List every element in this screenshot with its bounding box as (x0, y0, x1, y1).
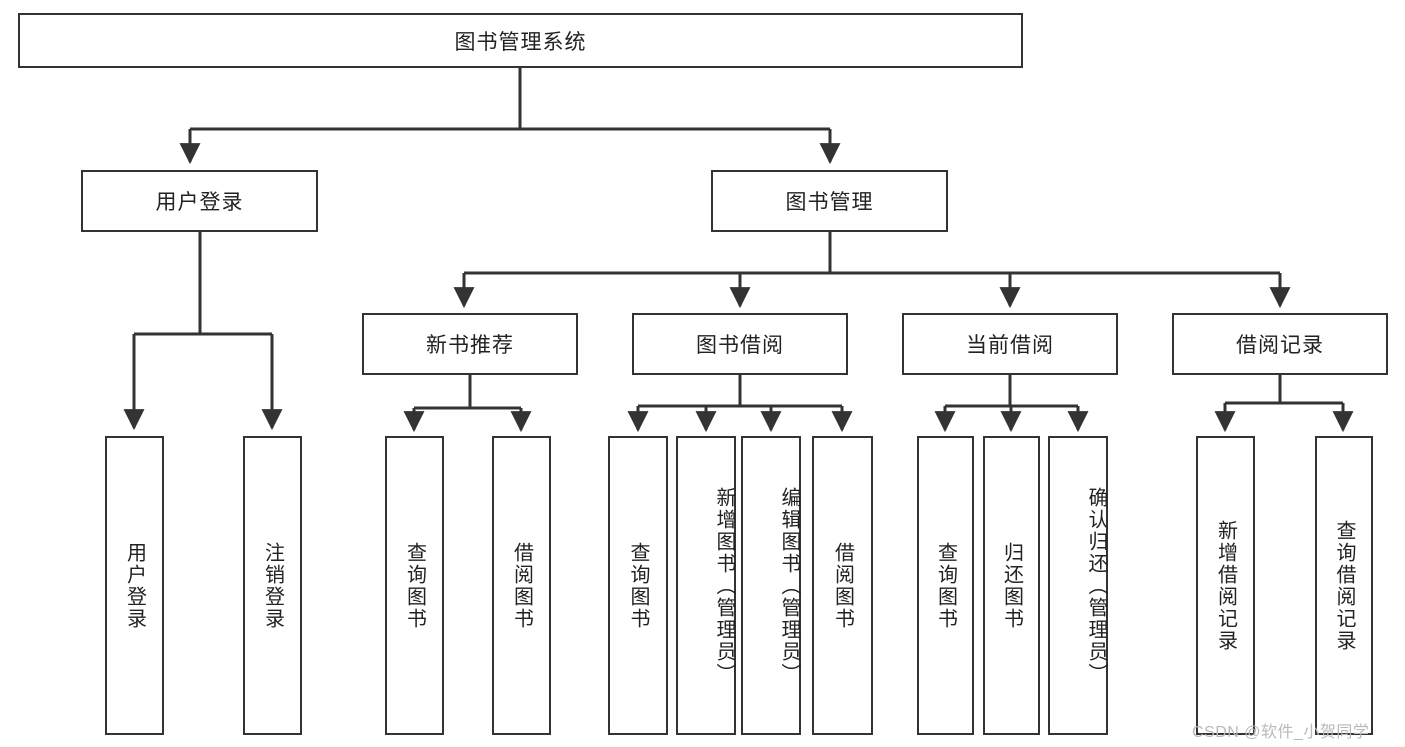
leaf-return-book[interactable]: 归还图书 (983, 436, 1040, 735)
leaf-user-login-label: 用户登录 (123, 541, 146, 630)
node-book-borrow[interactable]: 图书借阅 (632, 313, 848, 375)
node-new-book-recommend[interactable]: 新书推荐 (362, 313, 578, 375)
leaf-borrow-book-2-label: 借阅图书 (831, 541, 854, 630)
node-book-manage-label: 图书管理 (785, 191, 874, 214)
leaf-logout-label: 注销登录 (261, 541, 284, 630)
leaf-query-book-1[interactable]: 查询图书 (385, 436, 444, 735)
leaf-add-record-label: 新增借阅记录 (1214, 519, 1237, 652)
node-user-login-label: 用户登录 (155, 191, 244, 214)
leaf-logout[interactable]: 注销登录 (243, 436, 302, 735)
node-current-borrow-label: 当前借阅 (966, 334, 1054, 357)
node-new-book-recommend-label: 新书推荐 (426, 334, 514, 357)
leaf-edit-book-label: 编辑图书（管理员） (778, 486, 800, 685)
leaf-query-book-1-label: 查询图书 (403, 541, 426, 630)
leaf-add-book[interactable]: 新增图书（管理员） (676, 436, 736, 735)
leaf-borrow-book-2[interactable]: 借阅图书 (812, 436, 873, 735)
node-user-login[interactable]: 用户登录 (81, 170, 318, 232)
node-borrow-record[interactable]: 借阅记录 (1172, 313, 1388, 375)
leaf-return-book-label: 归还图书 (1000, 541, 1023, 630)
leaf-add-record[interactable]: 新增借阅记录 (1196, 436, 1255, 735)
leaf-query-book-2-label: 查询图书 (627, 541, 649, 630)
node-current-borrow[interactable]: 当前借阅 (902, 313, 1118, 375)
leaf-confirm-return[interactable]: 确认归还（管理员） (1048, 436, 1108, 735)
leaf-add-book-label: 新增图书（管理员） (713, 486, 735, 685)
node-book-manage[interactable]: 图书管理 (711, 170, 948, 232)
leaf-edit-book[interactable]: 编辑图书（管理员） (741, 436, 801, 735)
leaf-query-book-3-label: 查询图书 (934, 541, 957, 630)
node-root-label: 图书管理系统 (454, 30, 587, 54)
leaf-user-login[interactable]: 用户登录 (105, 436, 164, 735)
leaf-query-book-3[interactable]: 查询图书 (917, 436, 974, 735)
leaf-query-record-label: 查询借阅记录 (1333, 519, 1355, 652)
leaf-query-record[interactable]: 查询借阅记录 (1315, 436, 1373, 735)
watermark-text: CSDN @软件_小贺同学 (1192, 724, 1370, 741)
node-book-borrow-label: 图书借阅 (696, 334, 784, 357)
leaf-query-book-2[interactable]: 查询图书 (608, 436, 668, 735)
leaf-confirm-return-label: 确认归还（管理员） (1085, 486, 1107, 685)
node-root[interactable]: 图书管理系统 (18, 13, 1023, 68)
node-borrow-record-label: 借阅记录 (1236, 334, 1324, 357)
leaf-borrow-book-1-label: 借阅图书 (510, 541, 533, 630)
leaf-borrow-book-1[interactable]: 借阅图书 (492, 436, 551, 735)
